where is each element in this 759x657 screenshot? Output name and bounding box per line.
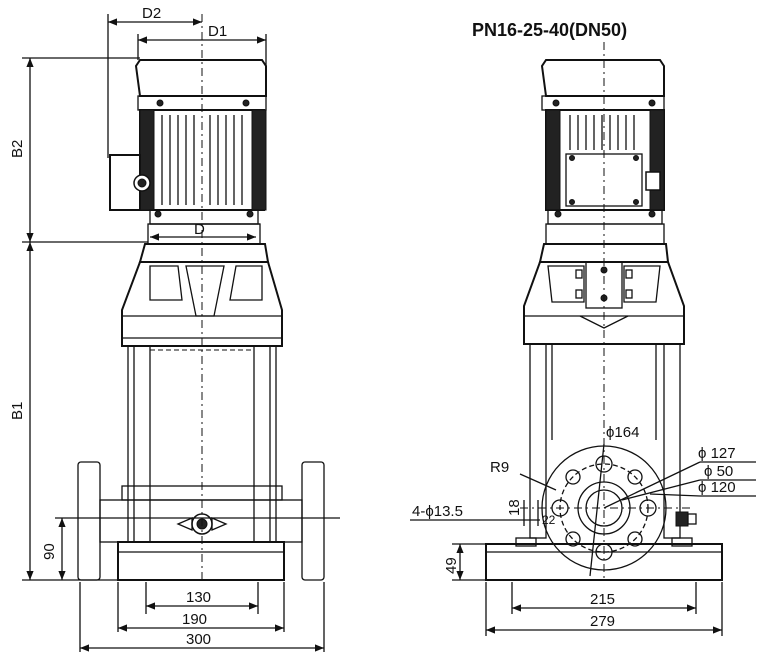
tie-rod-right: [253, 345, 277, 543]
inlet-flange: [77, 461, 101, 581]
label-49: 49: [443, 557, 460, 574]
pump-base: [117, 541, 285, 581]
label-b1: B1: [9, 402, 26, 420]
motor-cap: [134, 59, 267, 97]
tie-rod-left: [127, 345, 151, 543]
cable-gland-core: [137, 178, 147, 188]
side-pump-base: [485, 543, 723, 581]
cooling-fins: [161, 115, 243, 205]
drawing-title: PN16-25-40(DN50): [472, 20, 627, 40]
label-r9: R9: [490, 459, 509, 476]
label-300: 300: [186, 631, 211, 648]
label-holes: 4-ϕ13.5: [412, 503, 463, 520]
label-18: 18: [506, 499, 523, 516]
label-d: D: [194, 221, 205, 238]
label-d2: D2: [142, 5, 161, 22]
head-window: [149, 265, 183, 301]
label-215: 215: [590, 591, 615, 608]
label-d1: D1: [208, 23, 227, 40]
flange-bolt: [246, 210, 254, 218]
cap-bolt: [156, 99, 164, 107]
label-phi164: ϕ164: [606, 424, 639, 441]
side-tie-rod-left: [529, 343, 547, 539]
cap-bolt: [242, 99, 250, 107]
side-pump-head: [523, 261, 685, 345]
side-view: ϕ164 ϕ 127 ϕ 50 ϕ 120 R9 4-ϕ13.5 18 22 4…: [410, 42, 756, 636]
pump-head: [121, 261, 283, 347]
label-b2: B2: [9, 140, 26, 158]
label-90: 90: [41, 543, 58, 560]
label-130: 130: [186, 589, 211, 606]
side-cooling-fins: [569, 115, 635, 150]
label-22: 22: [542, 513, 556, 527]
side-coupling: [545, 223, 665, 245]
side-motor-body: [545, 109, 665, 211]
side-motor-cap: [540, 59, 665, 97]
label-phi50: ϕ 50: [704, 463, 733, 480]
flange-bolt: [154, 210, 162, 218]
bracket-top: [138, 243, 270, 263]
label-phi120: ϕ 120: [698, 479, 736, 496]
head-window: [229, 265, 263, 301]
motor-side-shade: [251, 109, 267, 211]
head-center-recess: [185, 265, 225, 317]
label-279: 279: [590, 613, 615, 630]
label-190: 190: [182, 611, 207, 628]
motor-side-shade: [139, 109, 155, 211]
outlet-flange: [301, 461, 325, 581]
side-cable-gland: [645, 171, 661, 191]
front-view: D2 D1 D B2 B1 90 130 190 300: [9, 5, 340, 652]
label-phi127: ϕ 127: [698, 445, 736, 462]
